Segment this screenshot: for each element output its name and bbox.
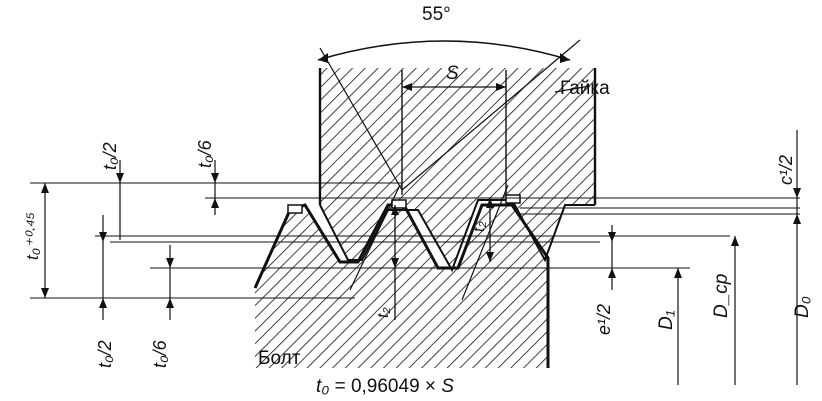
formula-pitch: S (441, 376, 454, 397)
half-c1-label: c¹/2 (776, 155, 796, 185)
t2-lower-label: t₂ (375, 307, 392, 318)
right-dimensions (608, 130, 801, 385)
d1-label: D₁ (656, 310, 677, 330)
crest-flats (287, 194, 521, 214)
angle-label: 55° (422, 4, 451, 25)
t2-dimensions (391, 198, 494, 320)
left-dimensions (41, 160, 219, 320)
nut-leader (554, 85, 591, 93)
sixth-t0-top-label: t₀/6 (195, 139, 215, 168)
t0-tolerance-label: t₀⁺⁰·⁴⁵ (23, 212, 42, 260)
formula-equals: = 0,96049 × (329, 376, 441, 397)
t2-upper-label: t₂ (471, 221, 488, 232)
extension-lines (30, 182, 800, 299)
pitch-label: S (446, 63, 459, 84)
half-e1-label: e¹/2 (594, 304, 614, 335)
d0-label: D₀ (792, 296, 813, 318)
bolt-body (255, 205, 548, 368)
formula: t₀ = 0,96049 × S (316, 376, 454, 397)
half-t0-bottom-label: t₀/2 (95, 340, 115, 368)
angle-construction (317, 39, 581, 301)
dcp-label: D_ср (711, 274, 732, 318)
bolt-label: Болт (258, 348, 301, 369)
sixth-t0-bottom-label: t₀/6 (150, 339, 170, 368)
half-t0-top-label: t₀/2 (100, 142, 120, 170)
formula-symbol: t₀ (316, 376, 329, 397)
nut-label: Гайка (560, 78, 610, 99)
pitch-dimension (401, 70, 507, 195)
